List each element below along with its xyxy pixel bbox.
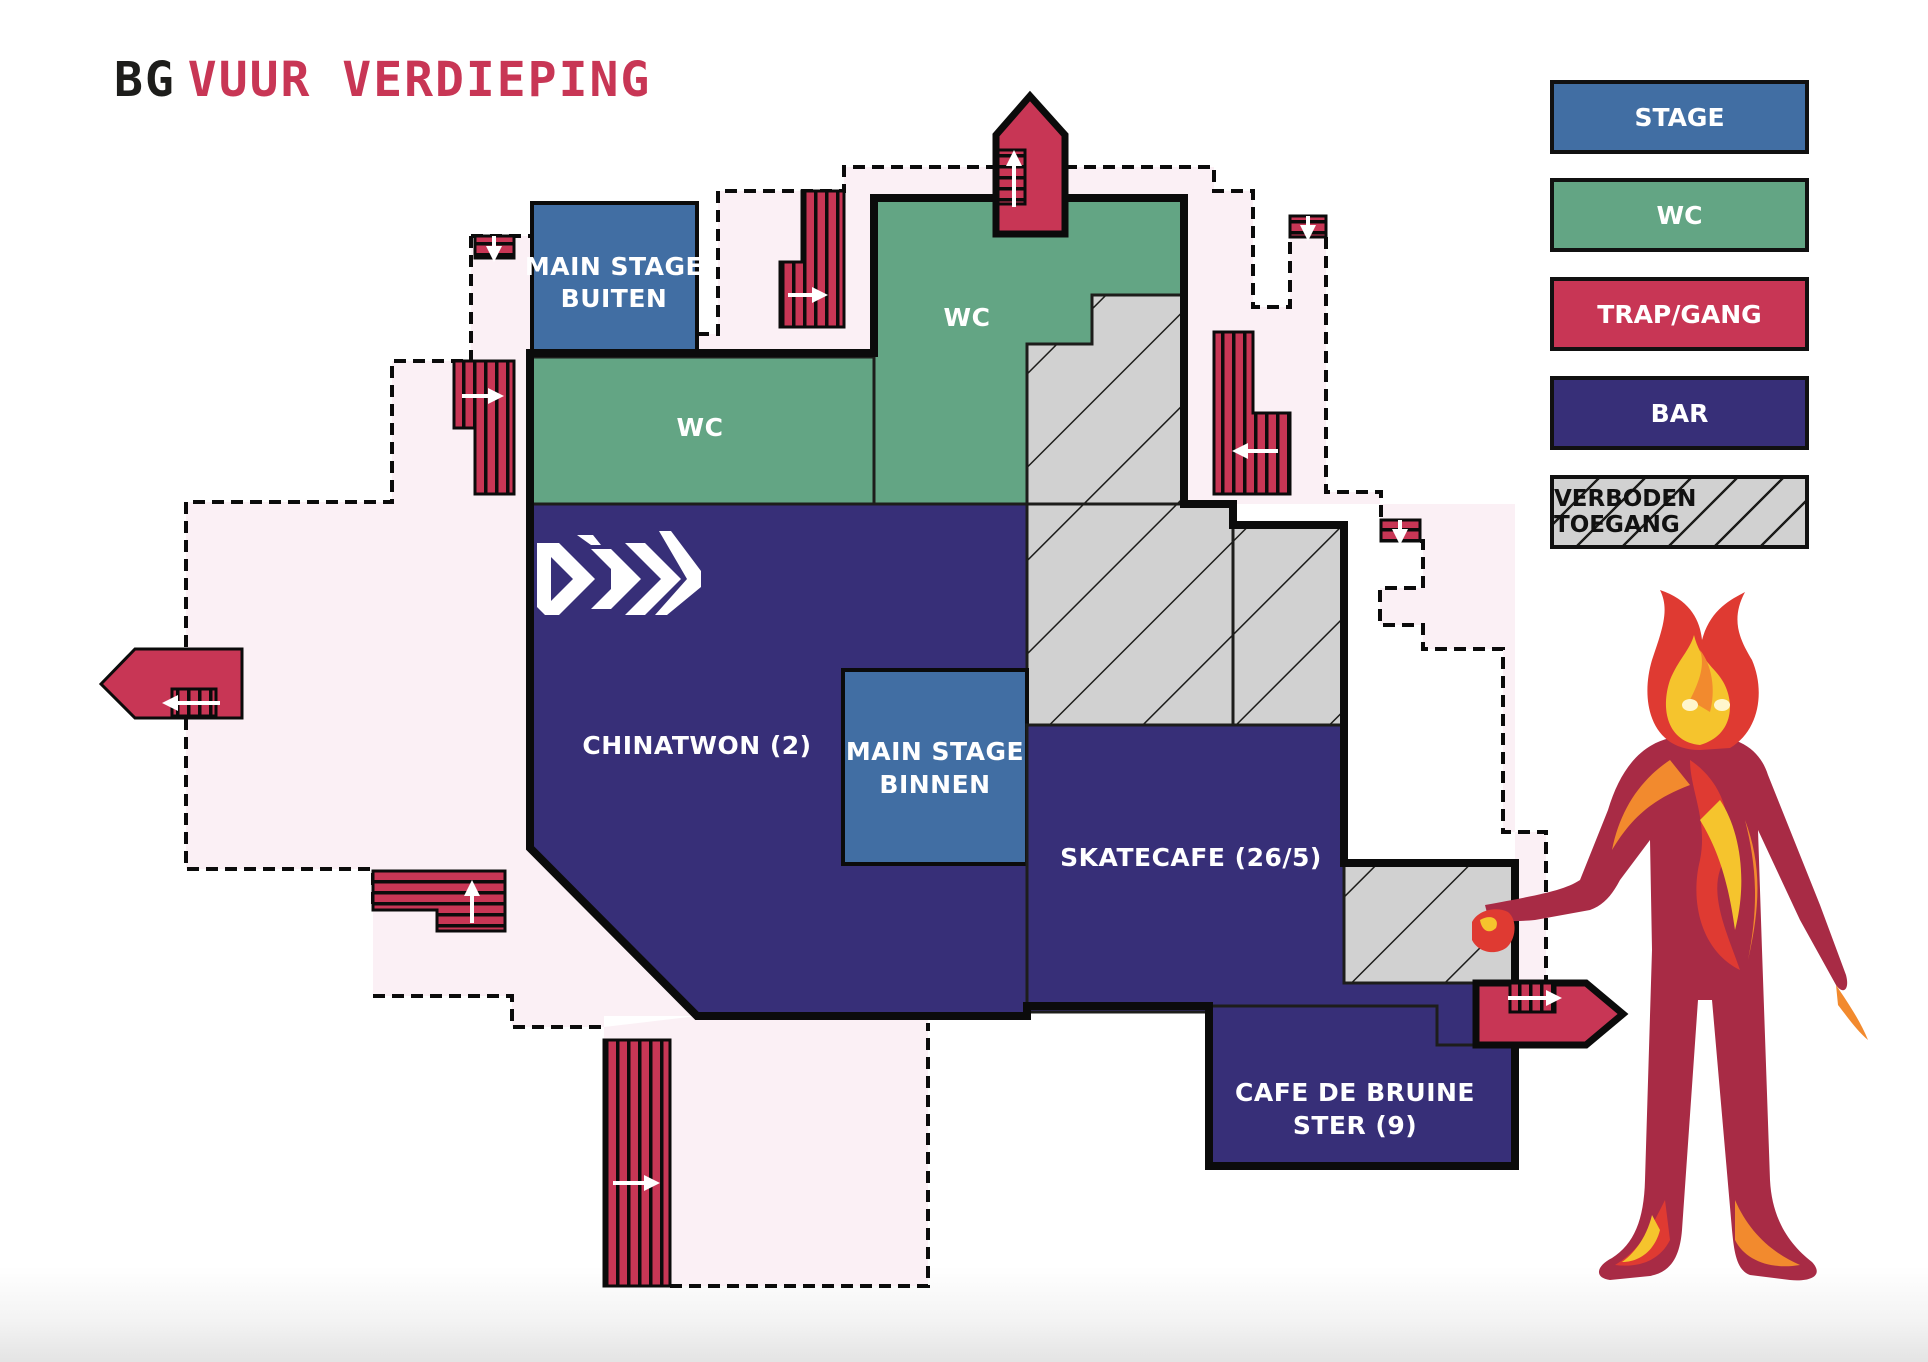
legend-item-wc: WC — [1550, 178, 1809, 252]
restricted-area-middle — [1025, 502, 1346, 727]
room-main-stage-binnen[interactable] — [841, 668, 1029, 866]
corridor-dashed-border — [184, 165, 1548, 1288]
legend-label: WC — [1656, 200, 1703, 230]
double-chevron-logo-icon — [537, 531, 701, 615]
corridor-south — [604, 1016, 928, 1286]
title-prefix: BG — [114, 52, 176, 108]
label-wc-upper: WC — [944, 303, 991, 332]
building — [526, 194, 1519, 1170]
corridor-west — [186, 236, 697, 1027]
fire-person-icon — [1472, 590, 1868, 1281]
legend-label: VERBODEN TOEGANG — [1554, 486, 1697, 538]
legend-label: TRAP/GANG — [1597, 299, 1762, 329]
legend-item-bar: BAR — [1550, 376, 1809, 450]
title-floor-name: VUUR VERDIEPING — [187, 52, 652, 108]
legend-label: STAGE — [1634, 102, 1725, 132]
legend-item-stage: STAGE — [1550, 80, 1809, 154]
stairs-icon[interactable] — [602, 1038, 672, 1288]
label-chinatown: CHINATWON (2) — [582, 731, 811, 760]
building-outline — [526, 194, 1519, 1170]
legend-item-trap-gang: TRAP/GANG — [1550, 277, 1809, 351]
stairs-icon[interactable] — [996, 148, 1027, 206]
label-wc-lower: WC — [677, 413, 724, 442]
label-skatecafe: SKATECAFE (26/5) — [1060, 843, 1322, 872]
legend-label: BAR — [1650, 398, 1709, 428]
legend-item-verboden-toegang: VERBODEN TOEGANG — [1550, 475, 1809, 549]
direction-arrows — [162, 150, 1562, 1191]
